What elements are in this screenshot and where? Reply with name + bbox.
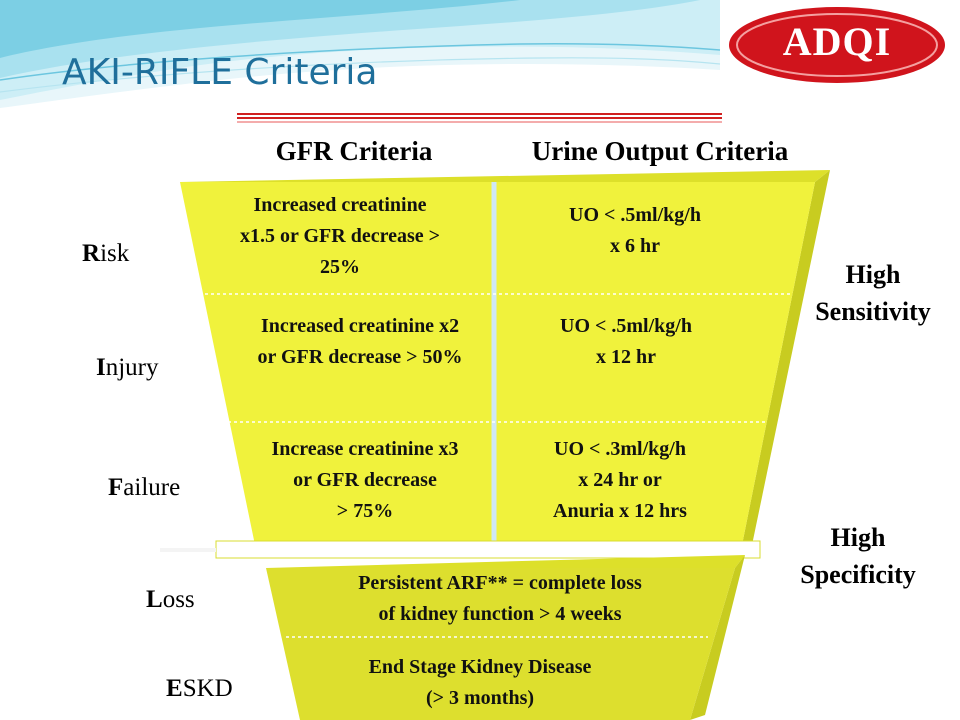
cell-line: > 75% [336, 500, 394, 522]
stage-label-injury: Injury [96, 354, 159, 382]
stage-rest: njury [105, 354, 159, 381]
cell-line: x 12 hr [596, 346, 656, 368]
stage-rest: oss [162, 586, 195, 613]
gfr-criteria-failure: Increase creatinine x3 or GFR decrease >… [230, 434, 500, 527]
urine-criteria-risk: UO < .5ml/kg/h x 6 hr [520, 200, 750, 262]
stage-rest: isk [100, 240, 130, 267]
cell-line: Persistent ARF** = complete loss [358, 572, 642, 594]
cell-line: of kidney function > 4 weeks [378, 603, 622, 625]
side-line: Sensitivity [815, 297, 931, 326]
cell-line: Increased creatinine [253, 194, 427, 216]
stage-letter: I [96, 354, 106, 381]
outcome-eskd: End Stage Kidney Disease (> 3 months) [280, 652, 680, 714]
title-underline [237, 113, 722, 123]
stage-label-eskd: ESKD [166, 675, 233, 703]
header-wave [0, 0, 721, 108]
side-line: Specificity [800, 560, 916, 589]
stage-letter: R [82, 240, 101, 267]
cell-line: 25% [320, 256, 360, 278]
upper-funnel [180, 170, 830, 545]
high-specificity-label: High Specificity [775, 519, 941, 593]
cell-line: UO < .5ml/kg/h [569, 204, 701, 226]
logo-text: ADQI [782, 19, 892, 64]
cell-line: End Stage Kidney Disease [368, 656, 592, 678]
side-line: High [830, 523, 886, 552]
adqi-logo [729, 7, 945, 83]
cell-line: UO < .3ml/kg/h [554, 438, 686, 460]
stage-label-loss: Loss [146, 586, 195, 614]
column-header-gfr: GFR Criteria [275, 136, 433, 166]
outcome-loss: Persistent ARF** = complete loss of kidn… [290, 568, 710, 630]
cell-line: x 24 hr or [578, 469, 662, 491]
stage-rest: SKD [182, 675, 233, 702]
cell-line: or GFR decrease > 50% [257, 346, 463, 368]
stage-label-failure: Failure [108, 474, 180, 502]
stage-letter: E [166, 675, 183, 702]
cell-line: Increased creatinine x2 [260, 315, 460, 337]
cell-line: Anuria x 12 hrs [553, 500, 687, 522]
cell-line: x1.5 or GFR decrease > [239, 225, 441, 247]
stage-letter: F [108, 474, 124, 501]
stage-label-risk: Risk [82, 240, 129, 268]
urine-criteria-failure: UO < .3ml/kg/h x 24 hr or Anuria x 12 hr… [505, 434, 735, 527]
column-header-urine: Urine Output Criteria [531, 136, 789, 166]
gfr-criteria-injury: Increased creatinine x2 or GFR decrease … [210, 311, 510, 373]
cell-line: (> 3 months) [425, 687, 535, 709]
cell-line: UO < .5ml/kg/h [560, 315, 692, 337]
stage-rest: ailure [123, 474, 181, 501]
stage-letter: L [146, 586, 163, 613]
cell-line: x 6 hr [610, 235, 660, 257]
gfr-criteria-risk: Increased creatinine x1.5 or GFR decreas… [190, 190, 490, 283]
page-title: AKI-RIFLE Criteria [62, 52, 378, 93]
high-sensitivity-label: High Sensitivity [790, 256, 956, 330]
lower-funnel [266, 555, 745, 720]
side-line: High [845, 260, 901, 289]
cell-line: Increase creatinine x3 [271, 438, 459, 460]
separator-bar [215, 540, 761, 559]
cell-line: or GFR decrease [293, 469, 437, 491]
urine-criteria-injury: UO < .5ml/kg/h x 12 hr [511, 311, 741, 373]
